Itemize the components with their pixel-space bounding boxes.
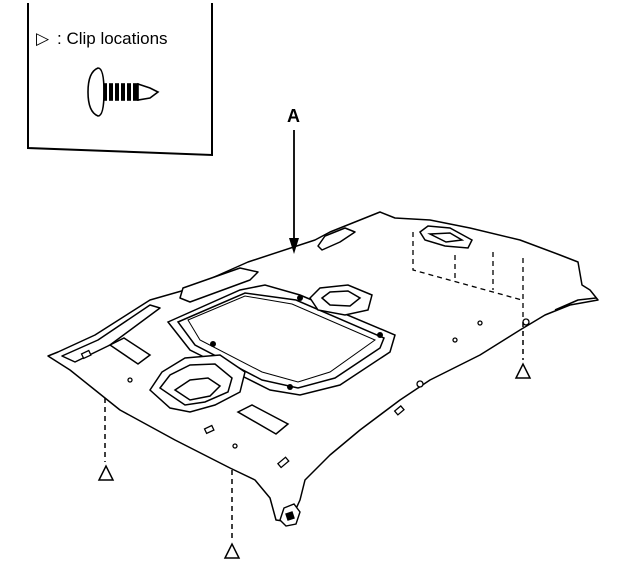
callout-a-arrowhead (289, 238, 299, 254)
legend-box: ▷ : Clip locations (27, 3, 213, 157)
corner-bracket (279, 503, 301, 527)
visor-pad-right (236, 404, 290, 435)
rear-console (309, 284, 373, 316)
clip-marker-front-left (97, 464, 115, 481)
legend-text: : Clip locations (57, 29, 168, 48)
callout-a-label: A (287, 106, 300, 126)
overhead-console (149, 354, 246, 413)
rear-handle (418, 225, 473, 249)
legend-frame (27, 3, 213, 157)
front-edge-lip (61, 304, 161, 363)
clip-marker-rear (514, 362, 532, 379)
rear-flange (554, 297, 597, 311)
rear-clip-leaders (412, 232, 524, 318)
clip-marker-front-right (223, 542, 241, 559)
visor-pad-left (108, 337, 152, 365)
legend-symbol: ▷ (36, 29, 50, 48)
detail-marks (80, 318, 530, 469)
side-trim-left (179, 267, 259, 303)
visor-pads (108, 337, 290, 435)
side-trim-right (317, 227, 356, 251)
clip-fastener-icon (87, 67, 160, 117)
callout-a: A (287, 106, 300, 254)
clip-markers (97, 322, 532, 559)
